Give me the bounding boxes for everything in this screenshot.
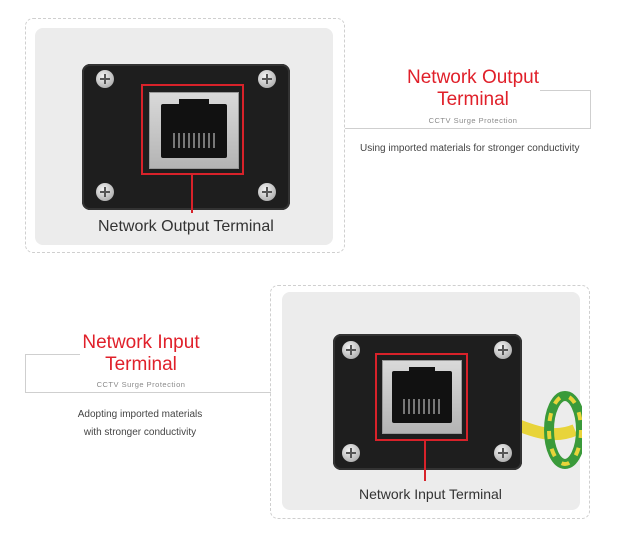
title-line: Network Input xyxy=(82,332,200,353)
screw-icon xyxy=(342,341,360,359)
title-line: Terminal xyxy=(105,354,177,375)
divider xyxy=(345,128,591,129)
screw-icon xyxy=(494,341,512,359)
input-subtitle: CCTV Surge Protection xyxy=(96,380,186,389)
description-line: Adopting imported materials xyxy=(77,409,203,420)
highlight-box xyxy=(141,84,244,175)
output-image-label: Network Output Terminal xyxy=(98,218,274,235)
input-image-frame xyxy=(270,285,590,519)
highlight-box xyxy=(375,353,468,441)
screw-icon xyxy=(96,70,114,88)
input-description: Adopting imported materials with stronge… xyxy=(40,406,240,442)
screw-icon xyxy=(494,444,512,462)
output-image-frame xyxy=(25,18,345,253)
screw-icon xyxy=(258,70,276,88)
rj45-port-icon xyxy=(382,360,462,434)
description-line: with stronger conductivity xyxy=(83,427,197,438)
pointer-line xyxy=(191,173,193,213)
divider xyxy=(25,354,80,355)
pointer-line xyxy=(424,439,426,481)
output-description: Using imported materials for stronger co… xyxy=(360,143,580,154)
title-line: Terminal xyxy=(437,89,509,110)
output-title: Network Output Terminal xyxy=(373,67,573,111)
divider xyxy=(25,354,26,393)
output-subtitle: CCTV Surge Protection xyxy=(428,116,518,125)
divider xyxy=(25,392,271,393)
title-line: Network Output xyxy=(407,67,539,88)
input-title: Network Input Terminal xyxy=(41,332,241,376)
screw-icon xyxy=(342,444,360,462)
rj45-port-icon xyxy=(149,92,239,169)
screw-icon xyxy=(258,183,276,201)
input-image-label: Network Input Terminal xyxy=(359,486,502,502)
screw-icon xyxy=(96,183,114,201)
divider xyxy=(540,90,591,91)
divider xyxy=(590,90,591,129)
